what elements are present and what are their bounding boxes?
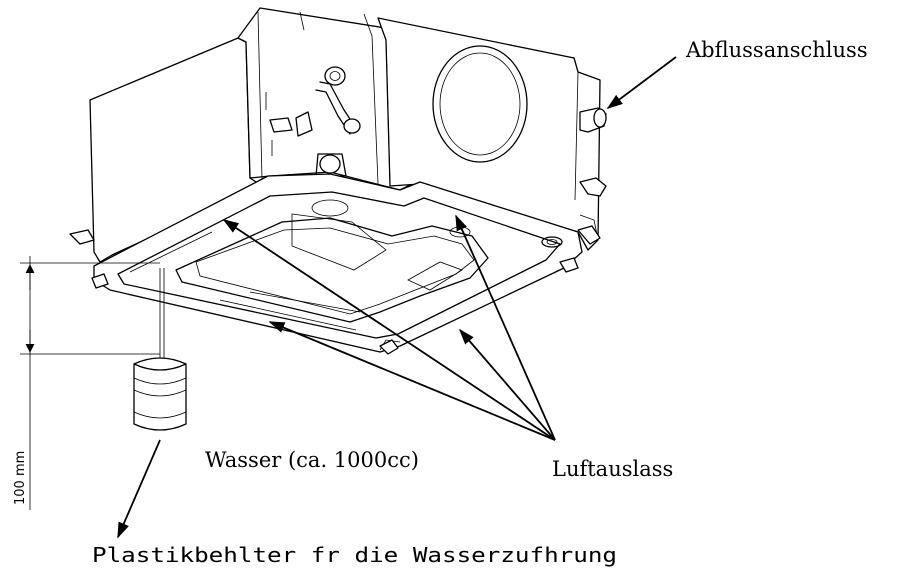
- unit-body: [69, 7, 607, 355]
- pipe-fittings: [265, 66, 361, 177]
- drain-connection-nozzle: [579, 107, 607, 133]
- label-water: Wasser (ca. 1000cc): [205, 448, 419, 472]
- bracket-left: [69, 229, 95, 245]
- label-container: Plastikbehlter fr die Wasserzufhrung: [92, 543, 617, 567]
- bracket-right: [579, 177, 607, 197]
- water-container: [133, 268, 187, 431]
- label-drain-connection: Abflussanschluss: [685, 38, 868, 62]
- dimension-label: 100 mm: [13, 451, 28, 505]
- round-cutout: [432, 45, 528, 163]
- pointer-arrows: [117, 56, 677, 539]
- label-air-outlet: Luftauslass: [552, 457, 673, 481]
- dimension-100mm: [20, 256, 160, 510]
